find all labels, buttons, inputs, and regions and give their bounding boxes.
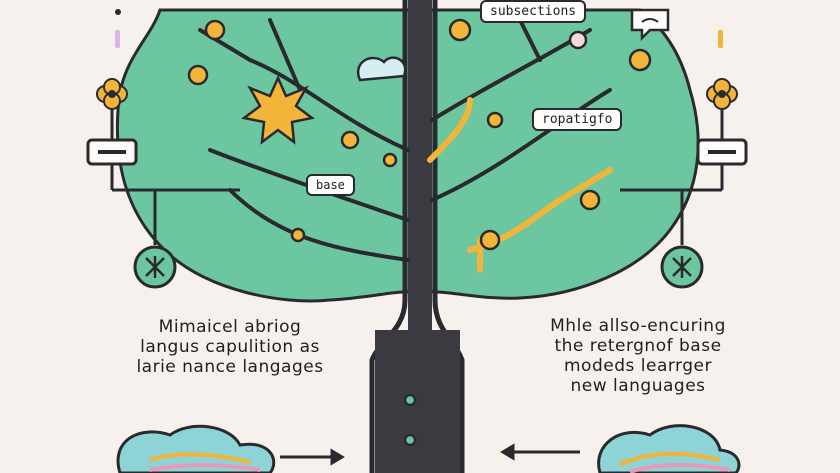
right-caption-line-1: Mhle allso-encuring — [550, 316, 726, 336]
left-flower-icon — [96, 78, 128, 110]
left-side-connectors — [110, 110, 240, 245]
arrows — [280, 443, 580, 466]
left-caption-line-2: langus capulition as — [140, 337, 320, 357]
left-tag-label: base — [306, 174, 355, 196]
tree-canopy — [115, 8, 700, 303]
sun-icon — [241, 74, 315, 145]
right-caption-line-4: new languages — [570, 376, 706, 396]
branch-nodes — [187, 18, 652, 447]
cloud-icon — [356, 56, 407, 82]
top-tag-label: subsections — [480, 0, 587, 23]
left-network-node-icon — [133, 245, 177, 289]
right-network-node-icon — [660, 245, 704, 289]
right-caption-line-3: modeds learrger — [564, 356, 712, 376]
speech-bubble-icon — [630, 8, 670, 42]
right-caption-line-2: the retergnof base — [554, 336, 722, 356]
left-caption: Mimaicel abriog langus capulition as lar… — [110, 317, 350, 377]
left-caption-line-1: Mimaicel abriog — [158, 317, 302, 337]
top-edge-dots — [115, 9, 723, 48]
right-flower-icon — [706, 78, 738, 110]
bottom-left-cloud — [116, 424, 276, 473]
right-tag-label: ropatigfo — [532, 108, 623, 131]
bottom-right-cloud — [597, 424, 741, 473]
right-side-connectors — [620, 110, 724, 245]
right-caption: Mhle allso-encuring the retergnof base m… — [508, 316, 768, 396]
left-caption-line-3: larie nance langages — [136, 357, 324, 377]
